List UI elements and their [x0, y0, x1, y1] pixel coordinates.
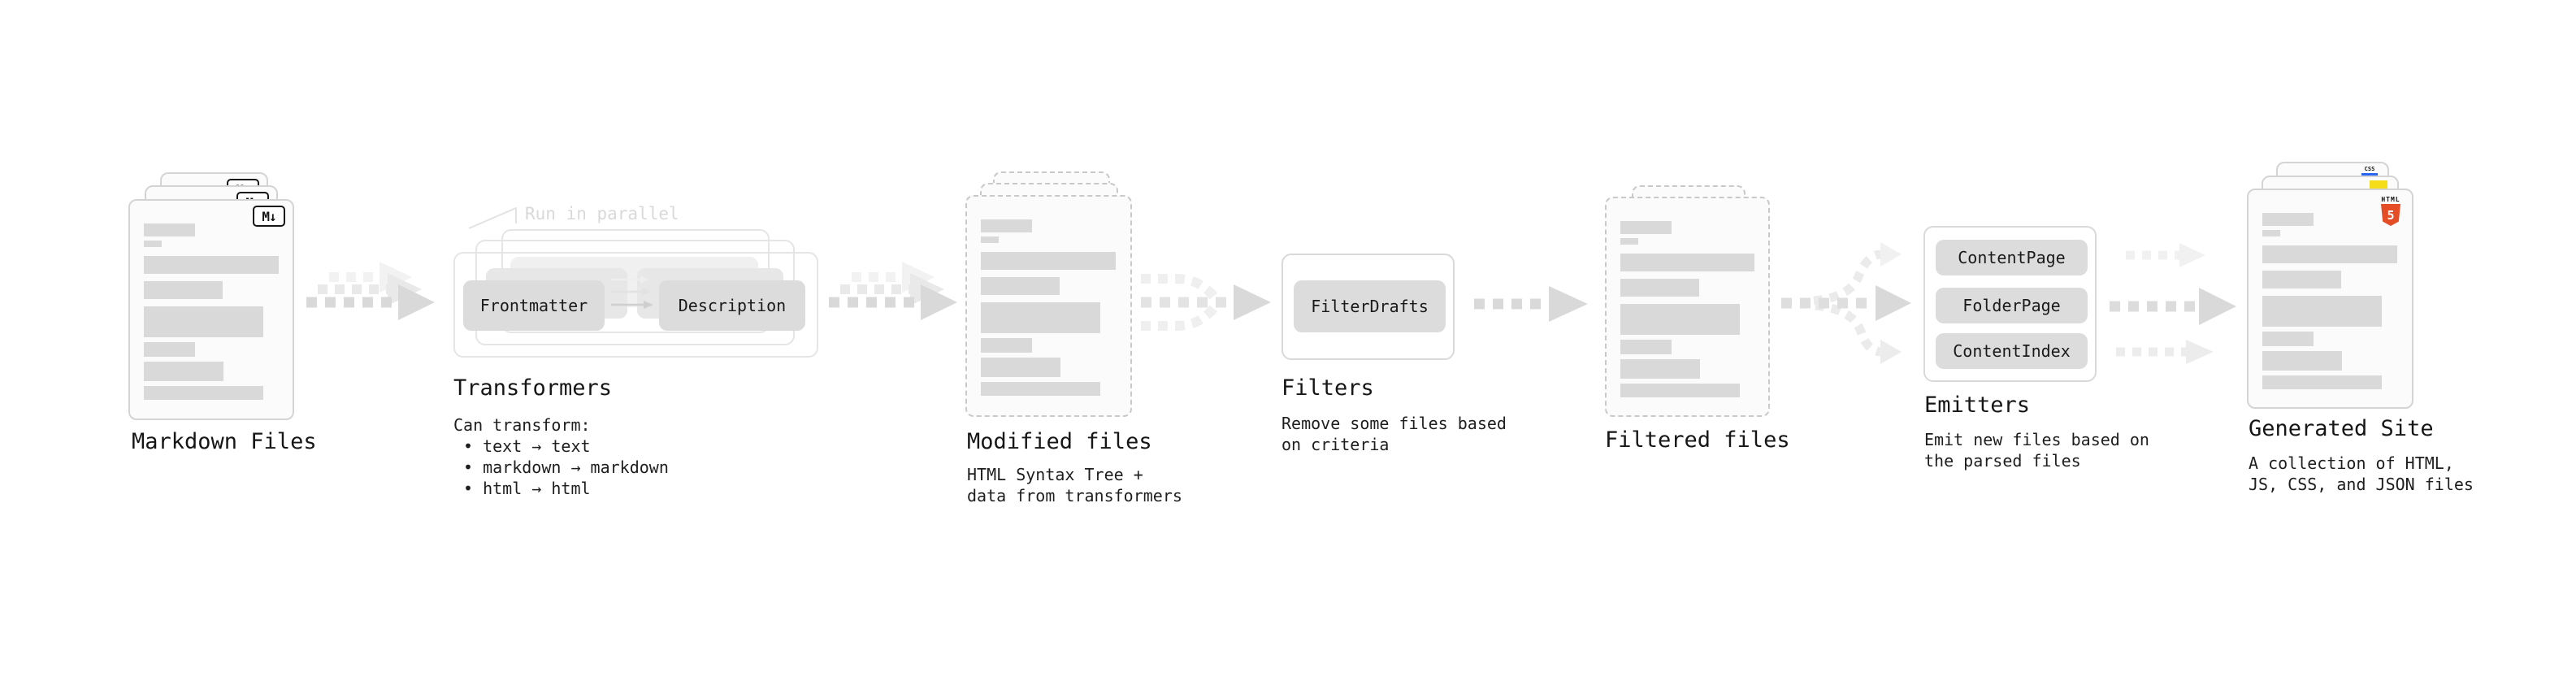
html5-icon: HTML 5 [2380, 196, 2401, 226]
placeholder-bar [981, 302, 1100, 333]
generated-site-caption-line: A collection of HTML, [2249, 453, 2454, 473]
markdown-file-card-front: M↓ [128, 199, 294, 420]
modified-files-caption-line: HTML Syntax Tree + [967, 465, 1143, 484]
stage-label-filters: Filters [1281, 375, 1374, 401]
annotation-leader-line [468, 207, 517, 229]
css-blue-bar [2361, 173, 2378, 176]
transformer-run-box-front: Frontmatter Description [453, 252, 818, 358]
arrows-emitters-to-generated [2110, 243, 2236, 364]
placeholder-bar [144, 362, 223, 381]
filtered-file-card-front [1605, 197, 1770, 417]
placeholder-bar [981, 236, 999, 243]
transformers-bullet: • text → text [463, 436, 591, 456]
placeholder-bar [2262, 351, 2342, 371]
placeholder-bar [1620, 238, 1638, 245]
placeholder-bar [144, 306, 263, 337]
emitter-pill-contentpage: ContentPage [1936, 240, 2088, 275]
placeholder-bar [2262, 296, 2382, 327]
emitter-pill-folderpage: FolderPage [1936, 288, 2088, 323]
emitter-pill-contentindex: ContentIndex [1936, 333, 2088, 369]
css-wordmark: CSS [2364, 166, 2375, 172]
transformer-inner-arrows [611, 275, 653, 309]
run-in-parallel-annotation: Run in parallel [525, 204, 679, 223]
placeholder-bar [981, 219, 1032, 232]
filter-pill-filterdrafts: FilterDrafts [1294, 280, 1446, 332]
placeholder-bar [144, 223, 195, 236]
arrow-markdown-to-transformers [306, 262, 435, 320]
placeholder-bar [981, 382, 1100, 396]
placeholder-bar [1620, 254, 1754, 271]
placeholder-bar [981, 338, 1032, 353]
transformers-caption-title: Can transform: [453, 415, 591, 435]
emitters-box: ContentPage FolderPage ContentIndex [1923, 226, 2097, 382]
placeholder-bar [1620, 340, 1672, 354]
placeholder-bar [2262, 271, 2341, 288]
stage-label-generated-site: Generated Site [2249, 416, 2434, 441]
transformer-pill-description: Description [659, 280, 805, 331]
stage-label-modified-files: Modified files [967, 429, 1152, 454]
placeholder-bar [1620, 279, 1699, 297]
placeholder-bar [1620, 359, 1700, 379]
filters-box: FilterDrafts [1281, 254, 1455, 360]
arrow-filtered-to-emitters [1781, 242, 1911, 364]
placeholder-bar [144, 256, 279, 274]
placeholder-text-bars [2262, 213, 2398, 389]
modified-file-card-front [965, 195, 1132, 417]
filters-caption-line: on criteria [1281, 435, 1390, 454]
transformer-pill-frontmatter: Frontmatter [463, 280, 605, 331]
placeholder-bar [1620, 304, 1740, 335]
modified-files-caption-line: data from transformers [967, 486, 1182, 505]
markdown-icon: M↓ [253, 206, 285, 227]
placeholder-bar [2262, 230, 2280, 236]
generated-site-caption-line: JS, CSS, and JSON files [2249, 475, 2474, 494]
transformers-bullet: • html → html [463, 479, 591, 498]
stage-label-transformers: Transformers [453, 375, 613, 401]
stage-label-emitters: Emitters [1924, 393, 2031, 418]
stage-label-filtered-files: Filtered files [1605, 427, 1790, 453]
placeholder-bar [981, 358, 1060, 377]
placeholder-bar [2262, 245, 2397, 263]
placeholder-bar [144, 342, 195, 357]
emitters-caption-line: the parsed files [1924, 451, 2081, 471]
stage-label-markdown-files: Markdown Files [132, 429, 317, 454]
placeholder-bar [2262, 375, 2382, 389]
placeholder-bar [144, 386, 263, 400]
placeholder-bar [144, 281, 223, 299]
emitters-caption-line: Emit new files based on [1924, 430, 2149, 449]
filters-caption-line: Remove some files based [1281, 414, 1507, 433]
css3-icon: CSS [2361, 166, 2378, 176]
html5-wordmark: HTML [2381, 196, 2400, 203]
placeholder-text-bars [1620, 221, 1754, 397]
transformers-bullet: • markdown → markdown [463, 458, 669, 477]
arrow-modified-to-filters [1141, 274, 1271, 331]
generated-file-card-front: HTML 5 [2247, 189, 2413, 409]
arrow-filters-to-filtered [1474, 286, 1588, 322]
placeholder-bar [144, 241, 162, 247]
placeholder-bar [981, 252, 1116, 270]
placeholder-text-bars [981, 219, 1117, 396]
arrow-transformers-to-modified [829, 262, 957, 320]
placeholder-bar [2262, 213, 2314, 226]
placeholder-bar [1620, 384, 1740, 397]
placeholder-bar [981, 277, 1060, 295]
html5-shield: 5 [2381, 204, 2400, 226]
placeholder-bar [1620, 221, 1672, 234]
placeholder-bar [2262, 332, 2314, 346]
placeholder-text-bars [144, 223, 279, 400]
